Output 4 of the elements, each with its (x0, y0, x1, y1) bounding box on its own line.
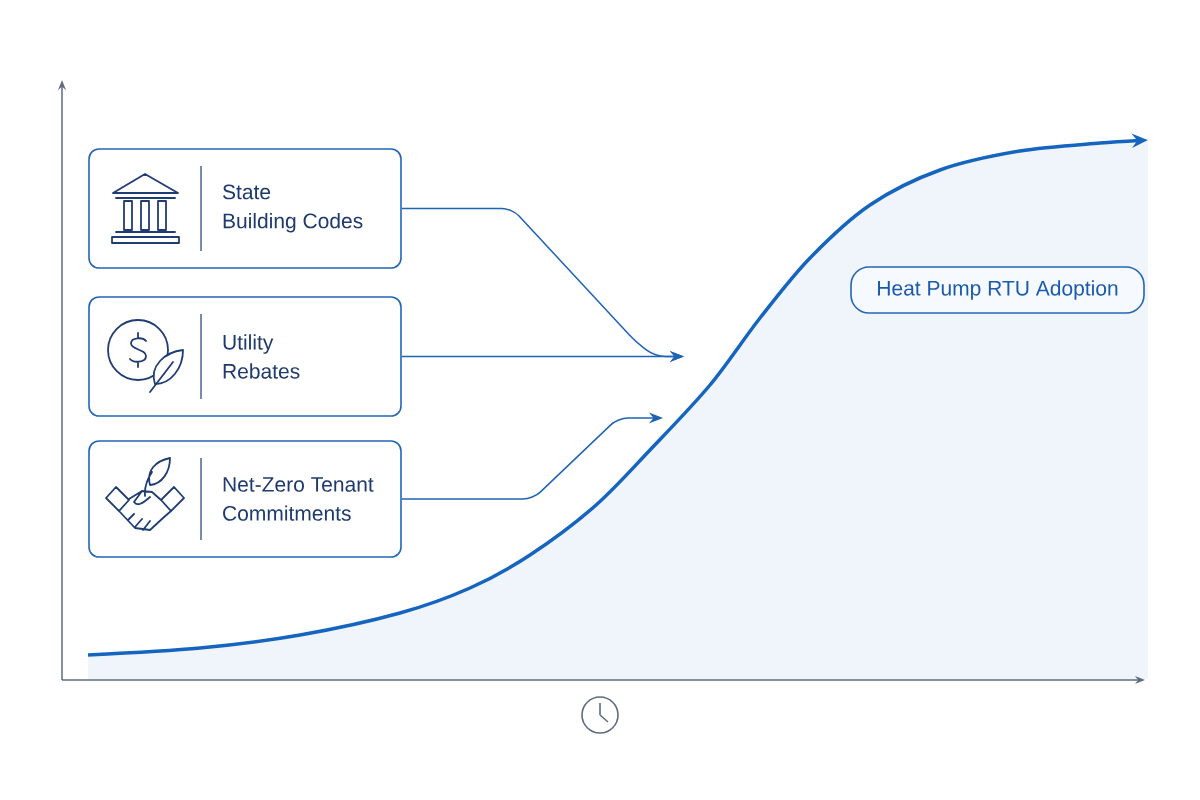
factor-card: State Building Codes (88, 148, 402, 269)
factor-card: Utility Rebates (88, 296, 402, 417)
label-box: Heat Pump RTU Adoption (850, 266, 1145, 314)
factor-card: Net-Zero Tenant Commitments (88, 440, 402, 558)
